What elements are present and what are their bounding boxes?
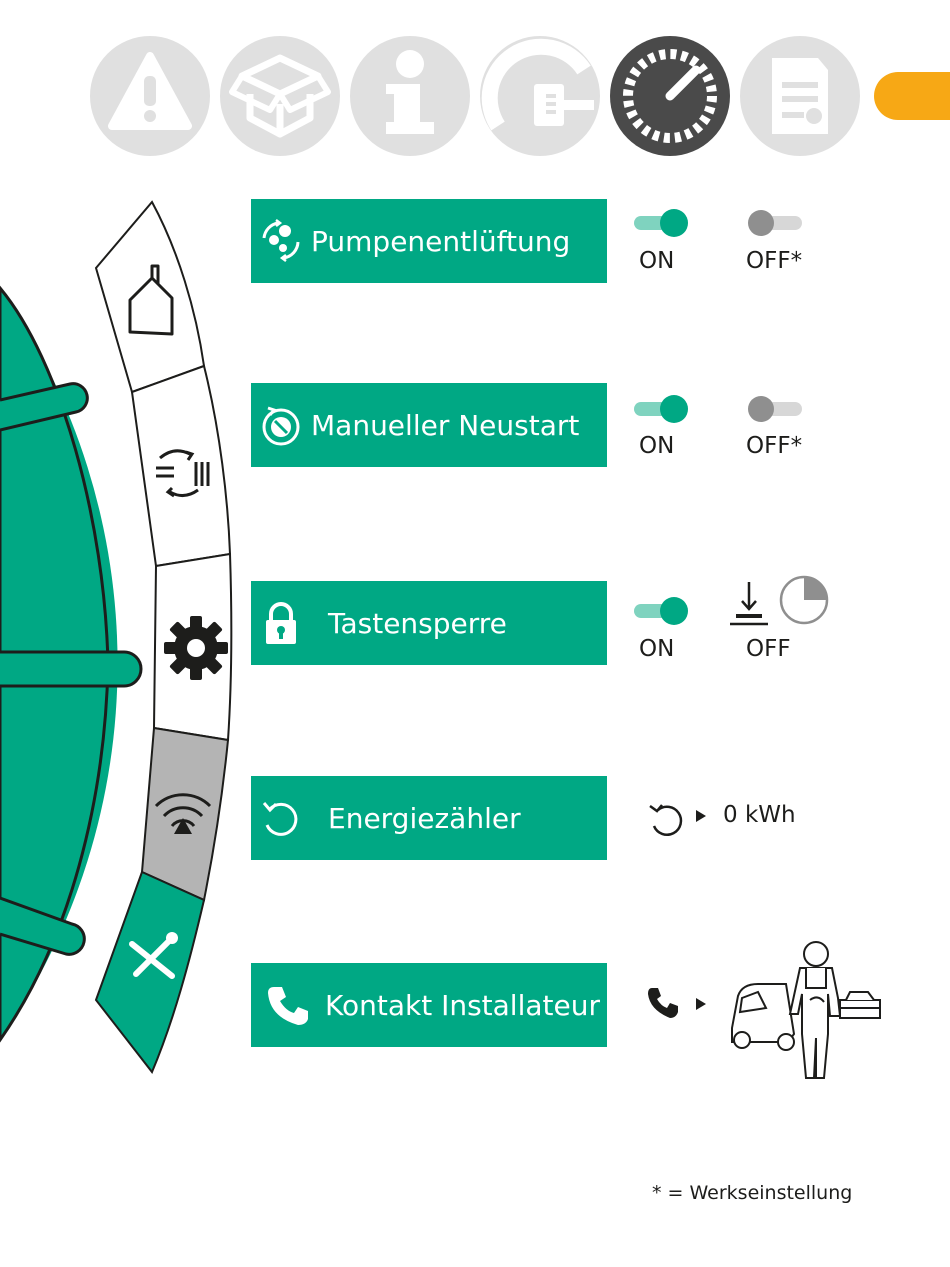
wheel-segment-home — [96, 202, 204, 392]
row-energy-meter: Energiezähler — [251, 776, 607, 860]
row-contact-installer: Kontakt Installateur — [251, 963, 607, 1047]
wheel-segment-wireless — [142, 728, 228, 900]
row-manual-restart: Manueller Neustart — [251, 383, 607, 467]
wheel-segment-tools — [96, 872, 204, 1072]
chapter-tab — [874, 72, 950, 120]
package-icon[interactable] — [220, 36, 340, 156]
row-label: Manueller Neustart — [311, 409, 579, 442]
on-label: ON — [639, 248, 674, 274]
toggle-off[interactable] — [744, 394, 808, 424]
row-label: Energiezähler — [328, 802, 521, 835]
on-label: ON — [639, 433, 674, 459]
off-label: OFF* — [746, 248, 802, 274]
phone-arrow-icon — [646, 982, 712, 1026]
footnote: * = Werkseinstellung — [652, 1182, 852, 1204]
menu-wheel — [0, 190, 240, 1090]
manual-restart-icon — [251, 383, 311, 467]
off-label: OFF* — [746, 433, 802, 459]
reset-arrow-icon — [646, 800, 712, 840]
chapter-navigation — [0, 0, 950, 170]
row-key-lock: Tastensperre — [251, 581, 607, 665]
row-label: Tastensperre — [328, 607, 507, 640]
row-label: Pumpenentlüftung — [311, 225, 570, 258]
info-icon[interactable] — [350, 36, 470, 156]
lock-icon — [251, 581, 311, 665]
toggle-on[interactable] — [632, 394, 696, 424]
reset-icon — [251, 776, 311, 860]
phone-icon — [251, 963, 325, 1047]
press-hold-icon — [728, 574, 834, 634]
row-pump-venting: Pumpenentlüftung — [251, 199, 607, 283]
settings-dial-icon[interactable] — [610, 36, 730, 156]
pump-venting-icon — [251, 199, 311, 283]
toggle-on[interactable] — [632, 208, 696, 238]
energy-value: 0 kWh — [723, 802, 796, 828]
wheel-segment-heat — [132, 366, 230, 566]
installation-icon[interactable] — [480, 36, 600, 156]
document-icon[interactable] — [740, 36, 860, 156]
on-label: ON — [639, 636, 674, 662]
gear-icon[interactable] — [164, 616, 228, 680]
warning-icon[interactable] — [90, 36, 210, 156]
toggle-off[interactable] — [744, 208, 808, 238]
row-label: Kontakt Installateur — [325, 989, 600, 1022]
toggle-on[interactable] — [632, 596, 696, 626]
off-label: OFF — [746, 636, 791, 662]
installer-illustration — [728, 938, 888, 1082]
